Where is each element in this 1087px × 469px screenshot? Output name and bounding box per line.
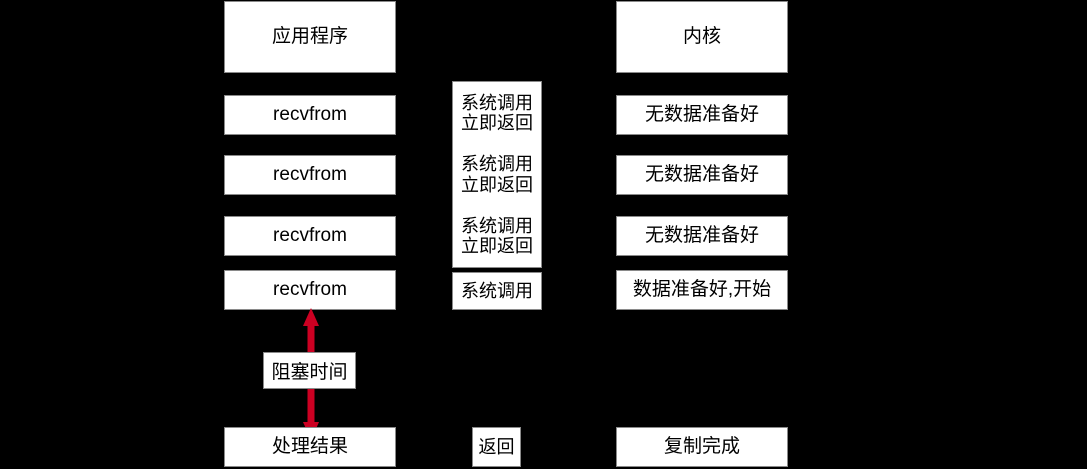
return-label: 返回 (478, 436, 515, 457)
immediate-return-label-1: 立即返回 (461, 112, 533, 133)
recvfrom-box-3: recvfrom (224, 216, 396, 256)
process-result-label: 处理结果 (271, 436, 348, 458)
app-header-label: 应用程序 (271, 26, 348, 48)
immediate-return-label-2: 立即返回 (461, 174, 533, 195)
kernel-header-box: 内核 (616, 1, 788, 73)
kernel-state-box-1: 无数据准备好 (616, 95, 788, 135)
kernel-state-box-2: 无数据准备好 (616, 155, 788, 195)
blocking-time-label-box: 阻塞时间 (263, 352, 356, 389)
copy-complete-box: 复制完成 (616, 427, 788, 467)
kernel-state-box-4: 数据准备好,开始 (616, 270, 788, 310)
kernel-header-label: 内核 (682, 26, 721, 48)
app-header-box: 应用程序 (224, 1, 396, 73)
syscall-box-final: 系统调用 (452, 272, 542, 310)
recvfrom-label-3: recvfrom (273, 225, 347, 247)
immediate-return-label-3: 立即返回 (461, 236, 533, 257)
recvfrom-label-2: recvfrom (273, 164, 347, 186)
process-result-box: 处理结果 (224, 427, 396, 467)
recvfrom-box-1: recvfrom (224, 95, 396, 135)
kernel-state-label-2: 无数据准备好 (644, 164, 759, 186)
syscall-immediate-return-1: 系统调用 立即返回 (453, 82, 541, 144)
kernel-state-label-1: 无数据准备好 (644, 104, 759, 126)
syscall-stack-group: 系统调用 立即返回 系统调用 立即返回 系统调用 立即返回 (452, 81, 542, 268)
syscall-immediate-return-2: 系统调用 立即返回 (453, 144, 541, 206)
kernel-state-label-3: 无数据准备好 (644, 225, 759, 247)
syscall-immediate-return-3: 系统调用 立即返回 (453, 205, 541, 267)
syscall-label-2: 系统调用 (461, 154, 533, 175)
syscall-label-1: 系统调用 (461, 92, 533, 113)
copy-complete-label: 复制完成 (663, 436, 740, 458)
kernel-state-label-4: 数据准备好,开始 (632, 279, 772, 301)
recvfrom-label-4: recvfrom (273, 279, 347, 301)
syscall-label-3: 系统调用 (461, 216, 533, 237)
recvfrom-label-1: recvfrom (273, 104, 347, 126)
kernel-state-box-3: 无数据准备好 (616, 216, 788, 256)
return-box: 返回 (472, 427, 521, 467)
syscall-final-label: 系统调用 (461, 280, 533, 301)
recvfrom-box-4: recvfrom (224, 270, 396, 310)
blocking-time-label: 阻塞时间 (271, 362, 348, 383)
recvfrom-box-2: recvfrom (224, 155, 396, 195)
